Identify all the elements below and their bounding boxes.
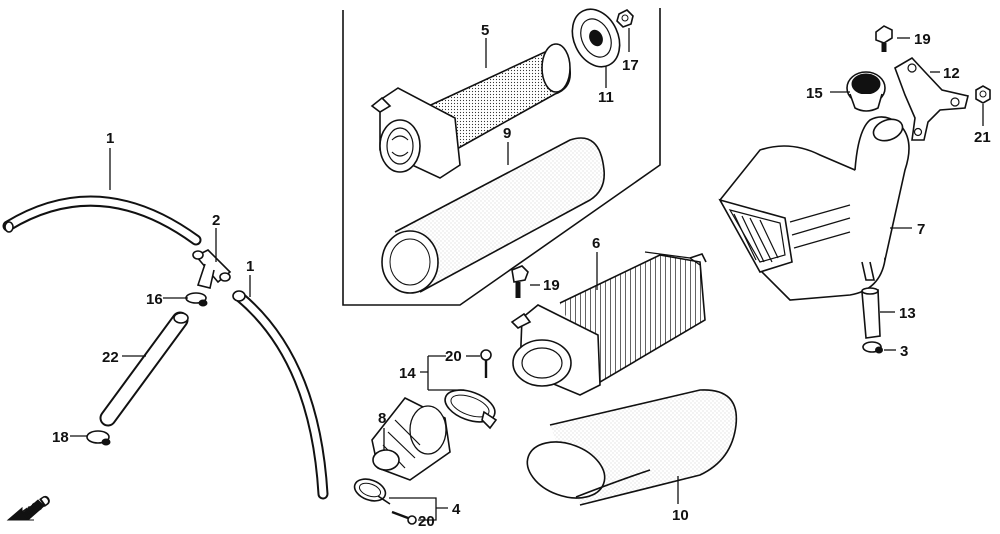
callout-8: 8	[378, 410, 386, 427]
callout-7: 7	[917, 221, 925, 238]
bolt-19-middle	[511, 265, 529, 298]
grommet-15	[846, 71, 886, 112]
intake-boot-8	[371, 396, 451, 481]
air-cleaner-case-7	[718, 116, 910, 301]
callout-1-upper: 1	[106, 130, 114, 147]
nut-17	[616, 9, 634, 28]
band-14	[444, 389, 498, 430]
callout-10: 10	[672, 507, 689, 524]
callout-19-upper: 19	[914, 31, 931, 48]
callout-18: 18	[52, 429, 69, 446]
callout-4: 4	[452, 501, 461, 518]
screw-20-upper	[480, 349, 492, 378]
callout-22: 22	[102, 349, 119, 366]
breather-tube-upper	[2, 195, 202, 246]
callout-5: 5	[481, 22, 489, 39]
callout-13: 13	[899, 305, 916, 322]
tube-joint	[192, 249, 232, 289]
callout-20-lower: 20	[418, 513, 435, 530]
drain-clip-3	[862, 341, 883, 354]
drain-tube-13	[861, 287, 881, 339]
fwd-label: FWD	[19, 491, 54, 522]
nut-21	[975, 85, 991, 104]
air-cleaner-element-5	[370, 43, 572, 179]
callout-19-middle: 19	[543, 277, 560, 294]
breather-tube-lower	[232, 290, 329, 500]
leader-lines	[70, 28, 984, 521]
callout-11: 11	[598, 89, 614, 106]
inset-box-frame	[342, 8, 661, 306]
callout-3: 3	[900, 343, 908, 360]
callout-12: 12	[943, 65, 960, 82]
callout-6: 6	[592, 235, 600, 252]
screw-20-lower	[391, 510, 417, 525]
drain-tube	[99, 311, 189, 427]
callout-15: 15	[806, 85, 823, 102]
fwd-arrow: FWD	[6, 491, 54, 522]
callout-20-upper: 20	[445, 348, 462, 365]
element-cap-11	[571, 8, 621, 68]
callout-14: 14	[399, 365, 416, 382]
bolt-19-upper	[875, 25, 893, 52]
air-cleaner-element-6	[510, 251, 707, 396]
callout-1-lower: 1	[246, 258, 254, 275]
outer-sleeve-10	[526, 389, 738, 506]
band-4	[353, 478, 391, 505]
element-sleeve-9	[381, 137, 606, 294]
callout-9: 9	[503, 125, 511, 142]
callout-2: 2	[212, 212, 220, 229]
callout-17: 17	[622, 57, 639, 74]
callout-16: 16	[146, 291, 163, 308]
drain-clip-18	[86, 430, 111, 446]
bracket-12	[894, 56, 969, 141]
callout-21: 21	[974, 129, 991, 146]
tube-clip-16	[185, 292, 208, 307]
